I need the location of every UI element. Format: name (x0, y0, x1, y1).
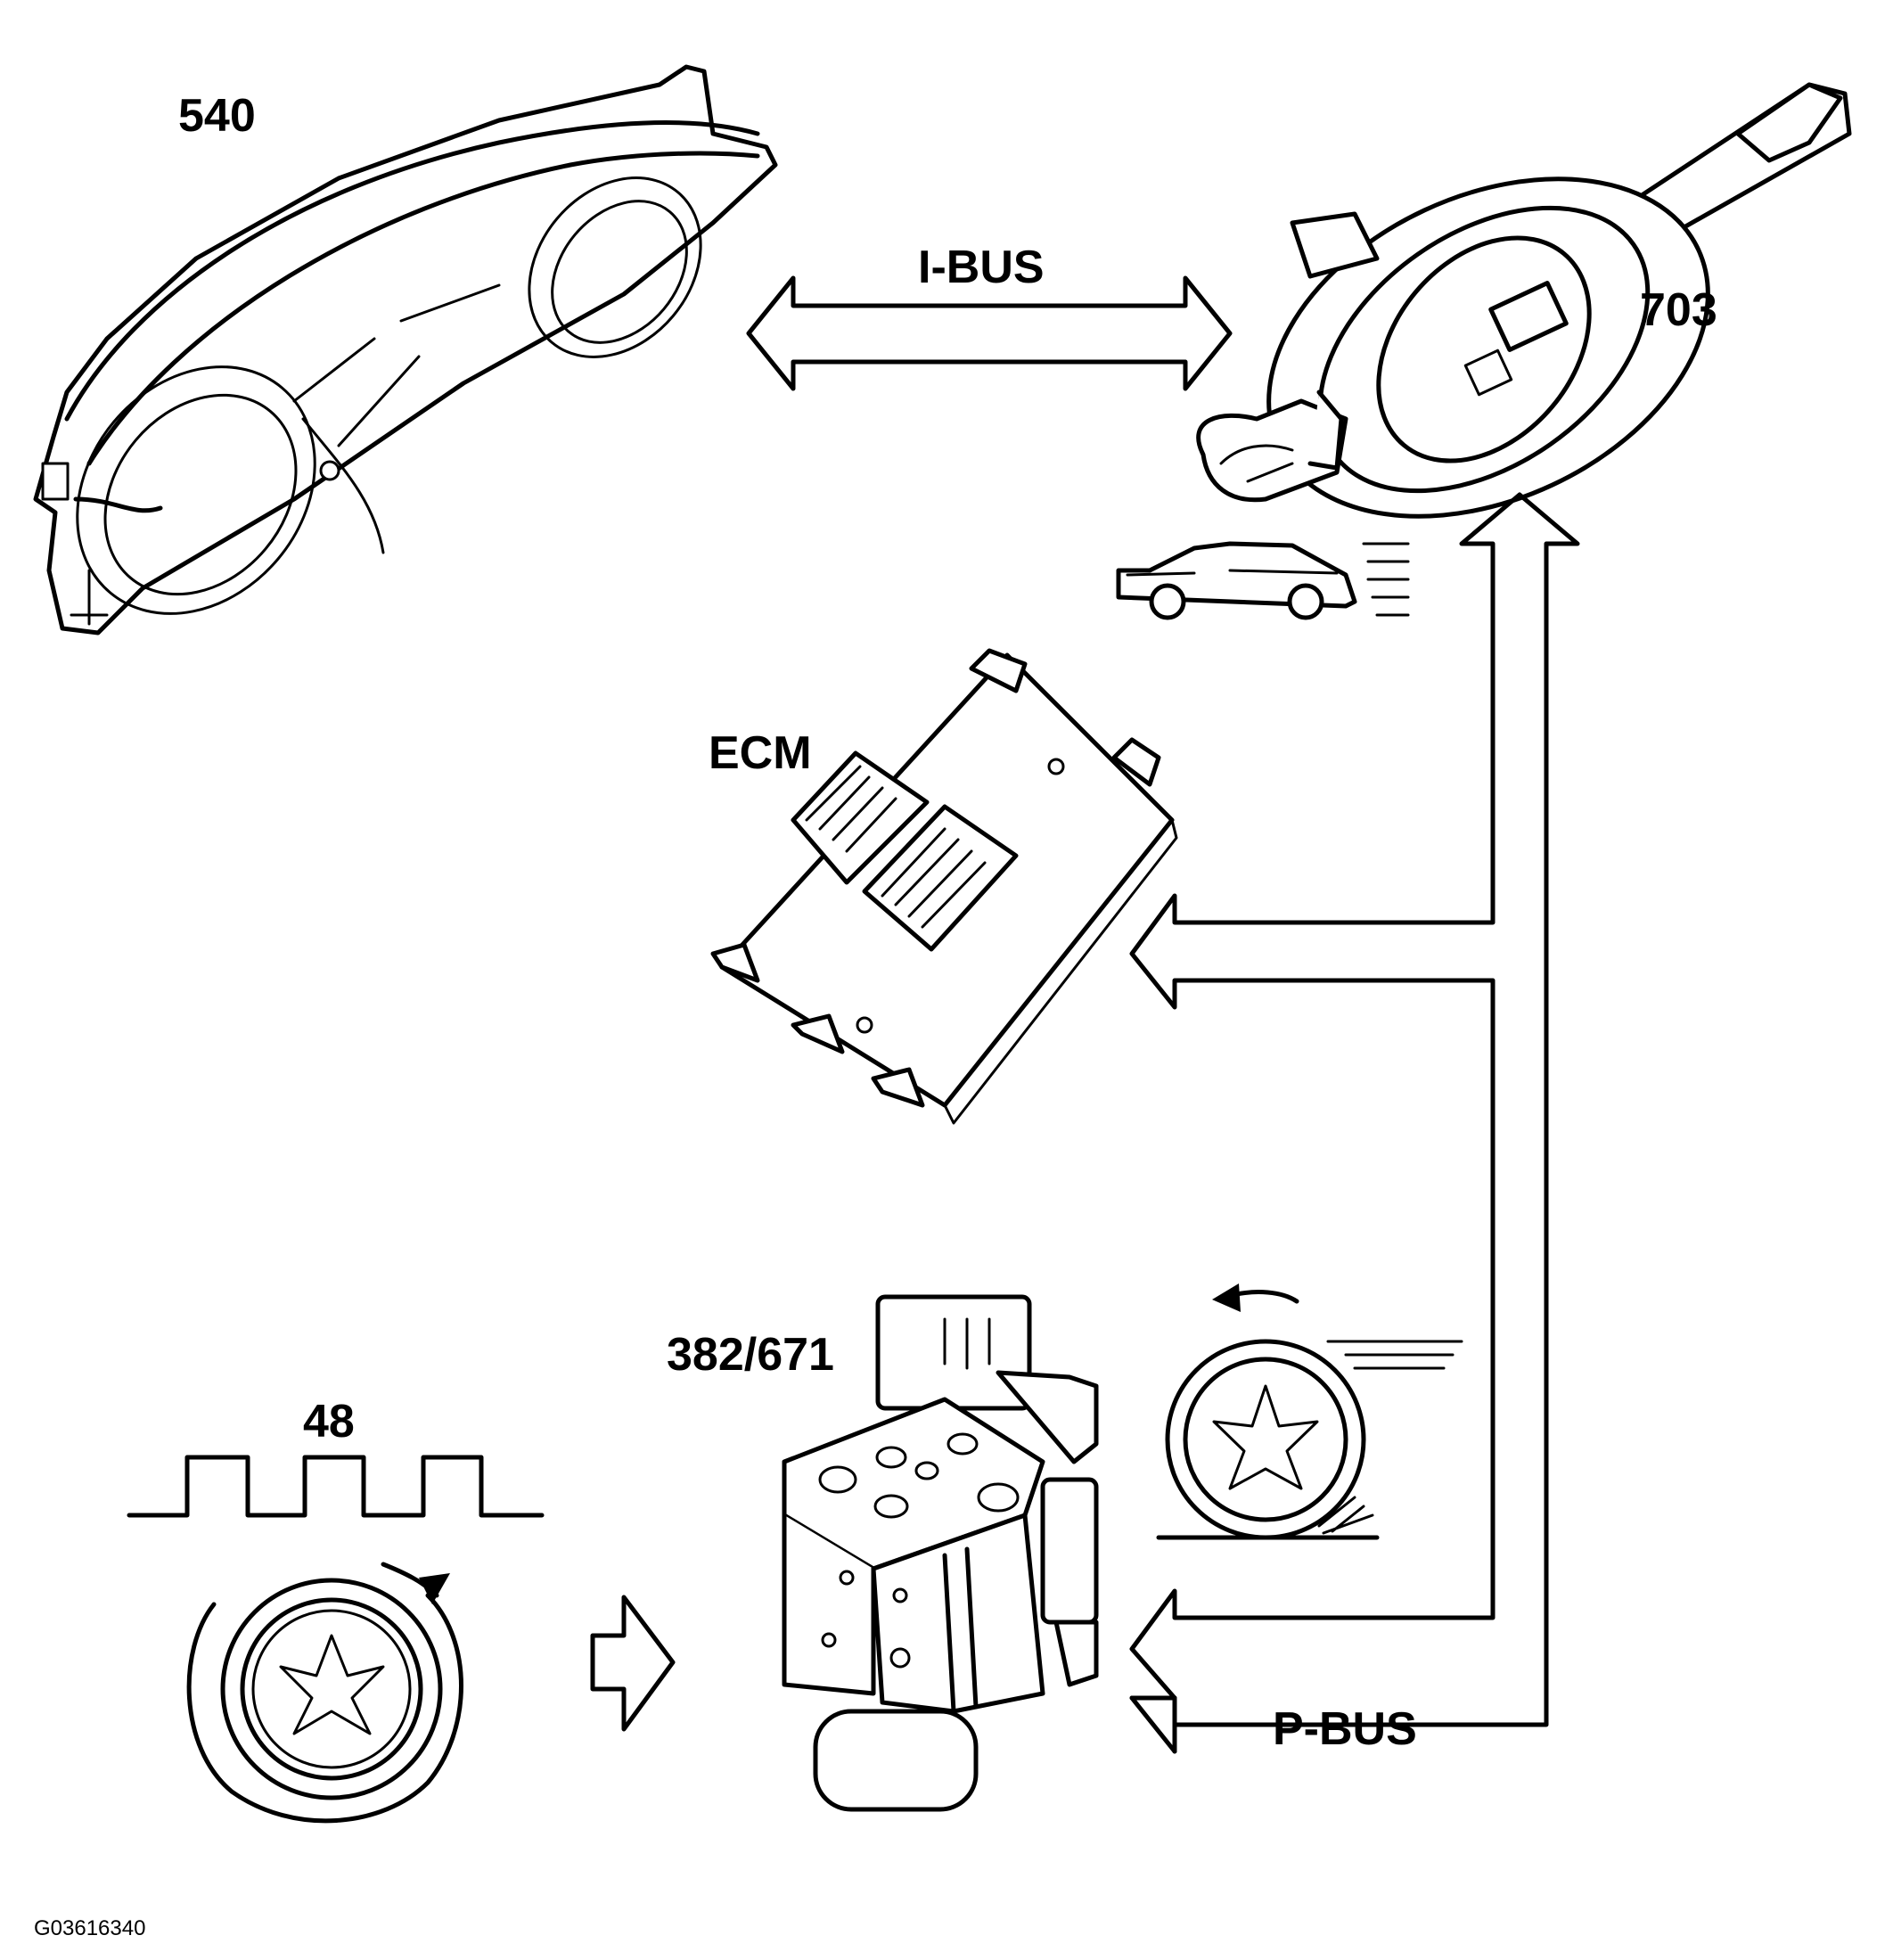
label-382-671: 382/671 (667, 1329, 834, 1381)
label-ibus: I-BUS (918, 242, 1045, 293)
pbus-arrow-bottom (1129, 1695, 1177, 1754)
abs-hydraulic-unit-icon (782, 1294, 1099, 1812)
steering-column-switch-icon (1196, 82, 1852, 519)
figure-code: G03616340 (34, 1916, 146, 1940)
instrument-cluster-icon (33, 64, 778, 636)
wheel-speed-sensor-icon (127, 1455, 545, 1824)
label-540: 540 (178, 90, 256, 142)
label-pbus: P-BUS (1273, 1703, 1417, 1755)
skidding-wheel-icon (1156, 1283, 1463, 1540)
label-703: 703 (1640, 284, 1717, 336)
label-48: 48 (303, 1396, 355, 1447)
sensor-to-abs-arrow (590, 1595, 676, 1732)
ibus-arrow (746, 275, 1233, 391)
moving-car-icon (1116, 541, 1410, 620)
pbus-arrow-outer (1129, 492, 1580, 1754)
ecm-icon (710, 648, 1178, 1125)
label-ecm: ECM (709, 727, 812, 779)
